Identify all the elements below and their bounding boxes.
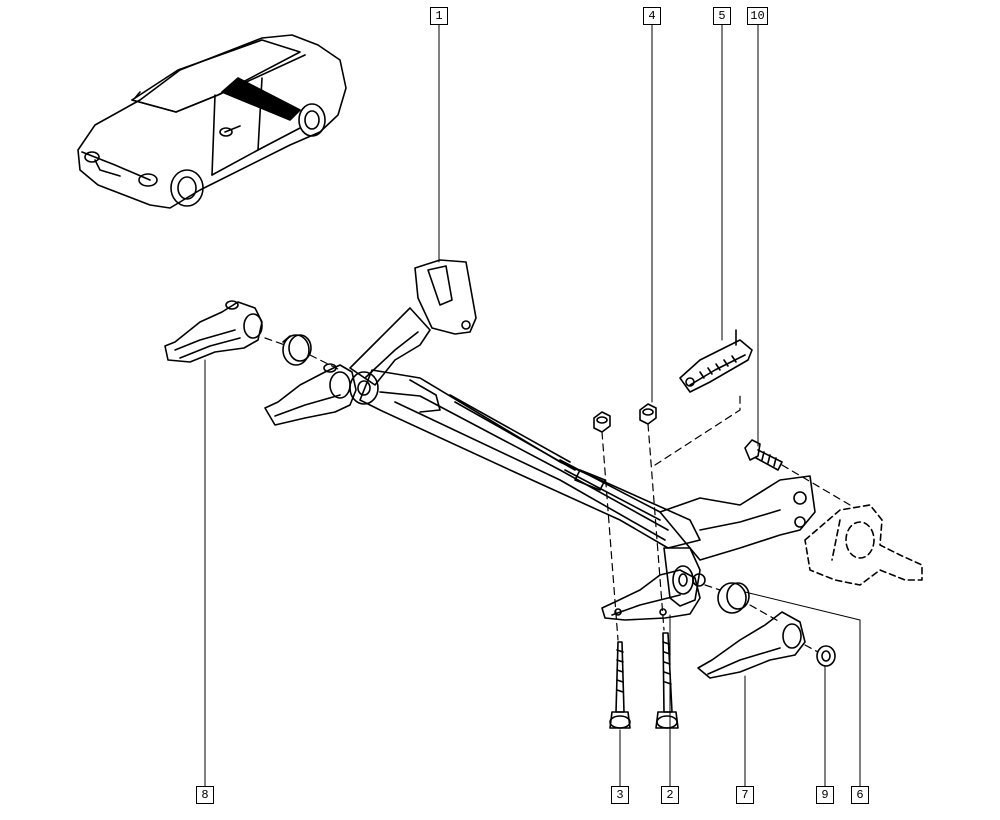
leader-lines	[204, 24, 861, 787]
callout-4: 4	[643, 7, 661, 25]
nut-4	[639, 403, 657, 425]
left-bushing	[282, 334, 312, 366]
left-mount-bracket	[164, 300, 263, 363]
nut	[816, 645, 836, 667]
bolt-3	[609, 641, 631, 729]
left-mount-bracket-installed	[264, 363, 357, 426]
nut-left	[593, 411, 611, 433]
callout-9: 9	[816, 786, 834, 804]
callout-10: 10	[747, 7, 768, 25]
car-illustration	[77, 34, 347, 209]
callout-8: 8	[196, 786, 214, 804]
callout-7: 7	[736, 786, 754, 804]
callout-1: 1	[430, 7, 448, 25]
cable-bracket	[679, 329, 753, 393]
right-bushing	[692, 573, 750, 614]
right-mount-bracket-installed	[601, 569, 701, 621]
callout-3: 3	[611, 786, 629, 804]
rear-axle-beam	[349, 259, 816, 607]
right-mount-bracket	[697, 611, 806, 679]
bolt-2	[655, 632, 679, 729]
bolt-10	[744, 439, 783, 471]
callout-2: 2	[661, 786, 679, 804]
guide-lines	[264, 337, 851, 653]
callout-6: 6	[851, 786, 869, 804]
stub-axle-outline	[804, 504, 923, 586]
callout-5: 5	[713, 7, 731, 25]
